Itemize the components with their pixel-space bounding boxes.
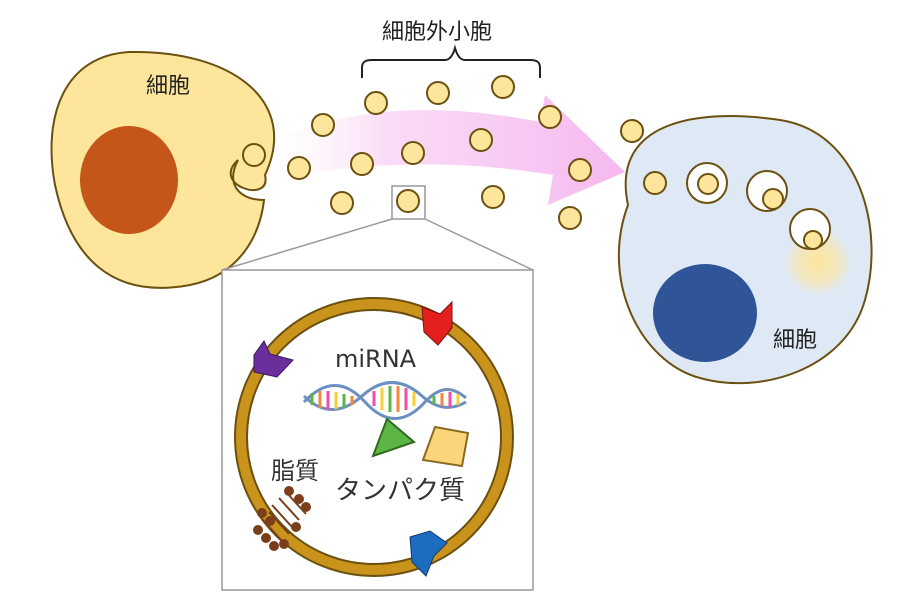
zoom-line-right [425, 219, 533, 270]
vesicle [402, 142, 424, 164]
recipient-cell [619, 116, 872, 383]
vesicle [288, 157, 310, 179]
vesicle [312, 114, 334, 136]
vesicle [365, 92, 387, 114]
vesicle [569, 159, 591, 181]
vesicle [470, 129, 492, 151]
source-cell-nucleus [80, 126, 178, 234]
vesicle [644, 172, 666, 194]
vesicle [351, 153, 373, 175]
lipid-label: 脂質 [271, 451, 319, 486]
vesicle [331, 192, 353, 214]
vesicle [559, 207, 581, 229]
protein-label: タンパク質 [335, 470, 465, 507]
recipient-cell-label: 細胞 [773, 322, 817, 354]
internalized-vesicle [804, 231, 822, 249]
vesicle [621, 120, 643, 142]
mirna-label: miRNA [335, 345, 416, 373]
source-cell-label: 細胞 [146, 68, 190, 100]
vesicle [482, 186, 504, 208]
extracellular-vesicles-label: 細胞外小胞 [382, 14, 492, 46]
recipient-cell-nucleus [653, 264, 757, 362]
vesicle [492, 76, 514, 98]
vesicle [539, 106, 561, 128]
transfer-arrow [255, 95, 625, 205]
vesicle [427, 82, 449, 104]
vesicle [243, 144, 265, 166]
internalized-vesicle [763, 189, 783, 209]
vesicle [397, 190, 419, 212]
internalized-vesicle [698, 174, 718, 194]
vesicle-bracket [362, 48, 540, 78]
